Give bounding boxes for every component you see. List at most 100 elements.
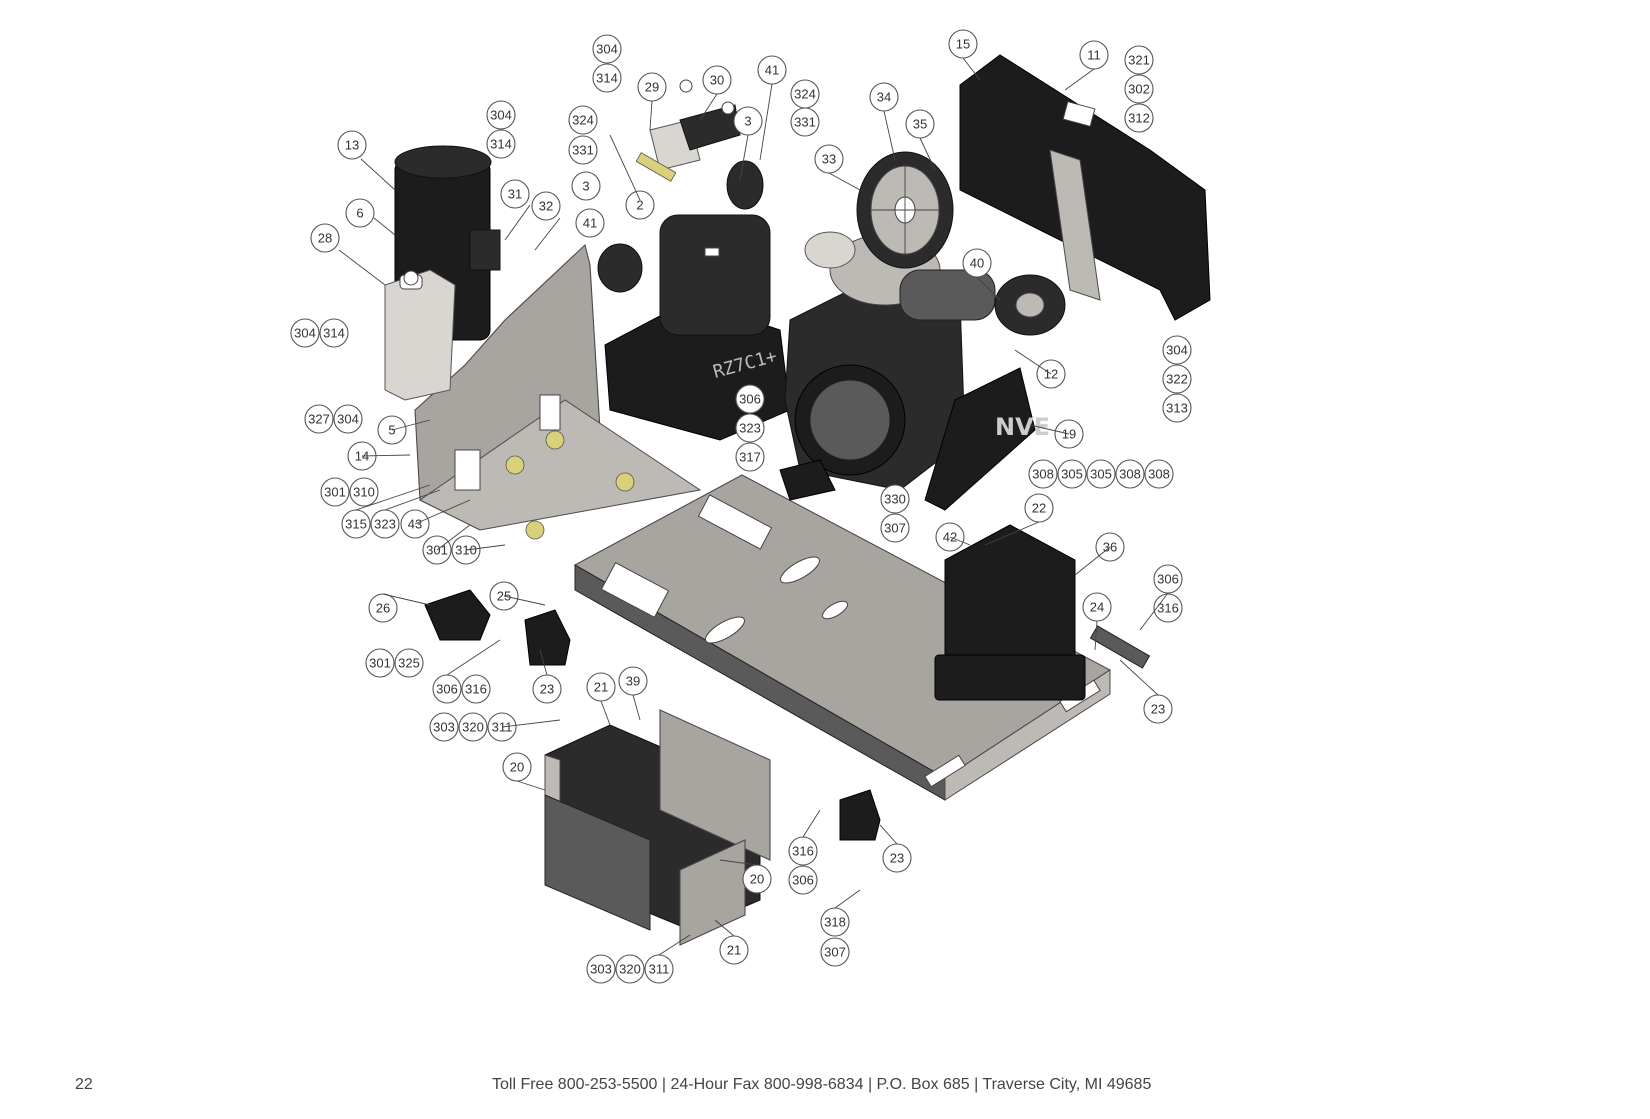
part-callout-label: 327 <box>308 412 330 427</box>
part-callout-label: 21 <box>594 680 608 695</box>
leader-line <box>446 639 501 676</box>
leader-line <box>338 249 386 286</box>
part-callout: 308 <box>1144 459 1174 489</box>
part-callout: 318 <box>820 907 850 937</box>
guard-logo-text: NVE <box>995 413 1050 441</box>
belt-guard <box>959 54 1211 321</box>
engine-guard-plate: NVE <box>924 367 1050 511</box>
part-callout-label: 28 <box>318 231 332 246</box>
part-callout-label: 316 <box>792 844 814 859</box>
part-callout: 306 <box>788 865 818 895</box>
part-callout: 308 <box>1115 459 1145 489</box>
part-callout-label: 305 <box>1061 467 1083 482</box>
part-callout-label: 308 <box>1148 467 1170 482</box>
leader-line <box>355 484 431 511</box>
engine <box>784 231 996 491</box>
part-callout-label: 320 <box>619 962 641 977</box>
leader-line <box>373 217 396 236</box>
idler-clutch <box>994 274 1066 336</box>
part-callout: 323 <box>370 509 400 539</box>
part-callout: 331 <box>790 107 820 137</box>
part-callout: 11 <box>1079 40 1109 70</box>
part-callout: 3 <box>733 106 763 136</box>
part-callout: 39 <box>618 666 648 696</box>
part-callout: 316 <box>788 836 818 866</box>
drive-pulley <box>856 151 954 269</box>
part-callout-label: 24 <box>1090 600 1104 615</box>
part-callout: 24 <box>1082 592 1112 622</box>
part-callout: 306 <box>735 384 765 414</box>
leader-line <box>1119 659 1159 696</box>
part-callout: 31 <box>500 179 530 209</box>
part-callout: 30 <box>702 65 732 95</box>
part-callout-label: 315 <box>345 517 367 532</box>
part-callout: 320 <box>458 712 488 742</box>
leader-line <box>1094 620 1098 651</box>
leader-line <box>699 93 718 121</box>
part-callout-label: 304 <box>337 412 359 427</box>
page-number: 22 <box>75 1076 93 1093</box>
battery-box <box>544 709 771 946</box>
part-callout-label: 13 <box>345 138 359 153</box>
part-callout-label: 11 <box>1087 48 1101 63</box>
leader-line <box>658 934 691 956</box>
part-callout: 28 <box>310 223 340 253</box>
leader-line <box>384 489 441 511</box>
part-callout: 305 <box>1057 459 1087 489</box>
part-callout-label: 29 <box>645 80 659 95</box>
part-callout-label: 304 <box>294 326 316 341</box>
part-callout: 310 <box>349 477 379 507</box>
fuel-tank <box>934 524 1151 701</box>
part-callout-label: 3 <box>744 114 751 129</box>
part-callout: 313 <box>1162 393 1192 423</box>
part-callout-label: 331 <box>794 115 816 130</box>
part-callout-label: 306 <box>1157 572 1179 587</box>
part-callout: 312 <box>1124 103 1154 133</box>
part-callout: 22 <box>1024 493 1054 523</box>
part-callout-label: 41 <box>583 216 597 231</box>
part-callout: 314 <box>486 129 516 159</box>
leader-line <box>802 809 821 838</box>
part-callout: 29 <box>637 72 667 102</box>
leader-line <box>984 521 1040 546</box>
leader-line <box>1064 68 1095 91</box>
part-callout: 304 <box>290 318 320 348</box>
leader-line <box>1029 424 1070 435</box>
part-callout: 311 <box>644 954 674 984</box>
part-callout-label: 306 <box>739 392 761 407</box>
part-callout-label: 331 <box>572 143 594 158</box>
part-callout: 316 <box>461 674 491 704</box>
part-callout-label: 316 <box>465 682 487 697</box>
part-callout-label: 35 <box>913 117 927 132</box>
part-callout-label: 39 <box>626 674 640 689</box>
part-callout: 41 <box>757 55 787 85</box>
part-callout-label: 2 <box>636 198 643 213</box>
leader-line <box>949 536 971 546</box>
leader-line <box>828 172 861 191</box>
part-callout-label: 314 <box>490 137 512 152</box>
part-callout: 40 <box>962 248 992 278</box>
part-callout: 325 <box>394 648 424 678</box>
part-callout-label: 330 <box>884 492 906 507</box>
part-callout-label: 30 <box>710 73 724 88</box>
part-callout: 302 <box>1124 74 1154 104</box>
part-callout: 35 <box>905 109 935 139</box>
part-callout-label: 23 <box>890 851 904 866</box>
part-callout-label: 323 <box>739 421 761 436</box>
part-callout: 304 <box>486 100 516 130</box>
part-callout: 23 <box>1143 694 1173 724</box>
leader-line <box>759 83 773 161</box>
part-callout: 308 <box>1028 459 1058 489</box>
part-callout: 41 <box>575 208 605 238</box>
part-callout: 301 <box>365 648 395 678</box>
leader-line <box>503 595 546 606</box>
part-callout-label: 40 <box>970 256 984 271</box>
part-callout-label: 26 <box>376 601 390 616</box>
part-callout-label: 324 <box>794 87 816 102</box>
part-callout-label: 302 <box>1128 82 1150 97</box>
part-callout-label: 307 <box>824 945 846 960</box>
part-callout: 315 <box>341 509 371 539</box>
part-callout: 307 <box>820 937 850 967</box>
part-callout: 304 <box>333 404 363 434</box>
part-callout-label: 316 <box>1157 601 1179 616</box>
